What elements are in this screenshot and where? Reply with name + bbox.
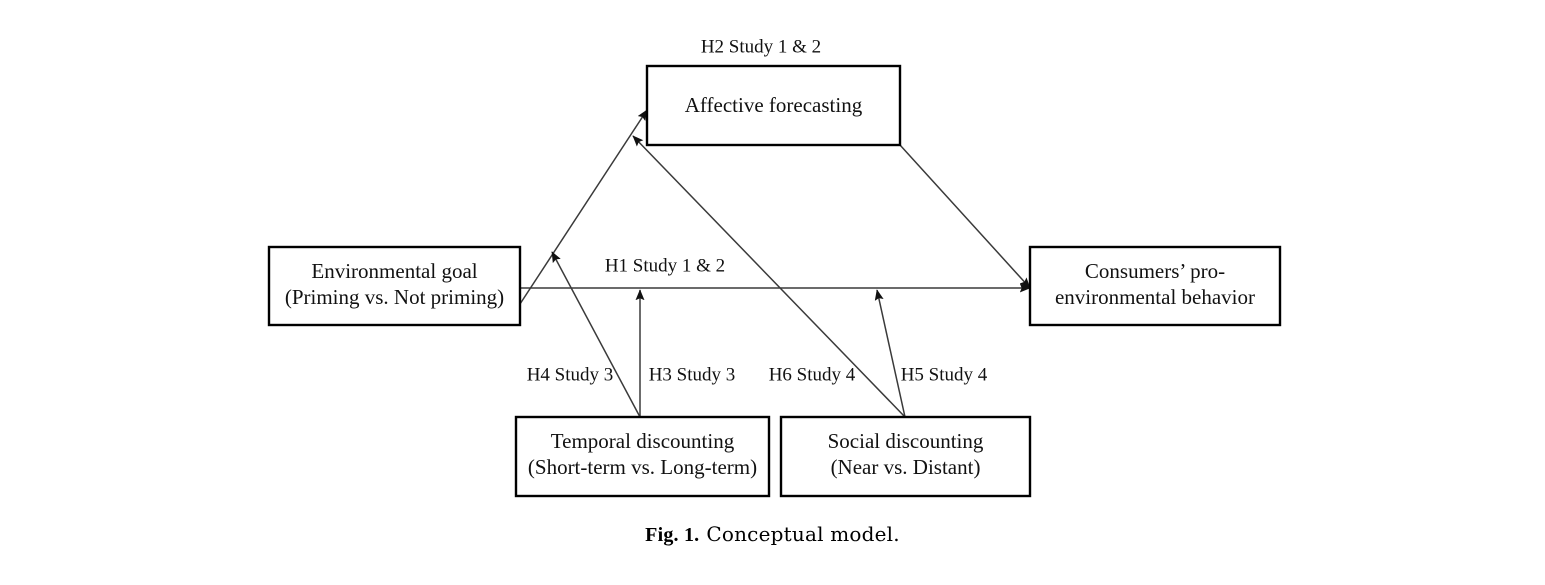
node-label-environmental-goal-line2: (Priming vs. Not priming) bbox=[285, 285, 504, 309]
edge-label-h2: H2 Study 1 & 2 bbox=[701, 36, 821, 57]
edge-label-h5: H5 Study 4 bbox=[901, 364, 988, 385]
edge-layer bbox=[519, 109, 1031, 418]
edge-label-h1: H1 Study 1 & 2 bbox=[605, 255, 725, 276]
node-affective-forecasting: Affective forecasting bbox=[645, 64, 902, 147]
figure-caption: Fig. 1. Conceptual model. bbox=[0, 522, 1545, 547]
edge-h6-social-to-h1path bbox=[874, 289, 906, 418]
node-box-affective-forecasting bbox=[645, 64, 902, 147]
node-consumers-pro-environmental-behavior: Consumers’ pro- environmental behavior bbox=[1028, 245, 1282, 327]
figure-caption-text: Conceptual model. bbox=[706, 522, 900, 546]
edge-h4-temporal-to-h2path bbox=[551, 251, 641, 418]
node-temporal-discounting: Temporal discounting (Short-term vs. Lon… bbox=[514, 415, 771, 498]
node-label-consumers-line1: Consumers’ pro- bbox=[1085, 259, 1225, 283]
node-box-environmental-goal bbox=[267, 245, 522, 327]
node-label-temporal-discounting-line1: Temporal discounting bbox=[551, 429, 735, 453]
edge-label-layer: H2 Study 1 & 2 H1 Study 1 & 2 H4 Study 3… bbox=[527, 36, 988, 385]
node-label-social-discounting-line1: Social discounting bbox=[828, 429, 984, 453]
node-box-temporal-discounting bbox=[514, 415, 771, 498]
figure-caption-number: Fig. 1. bbox=[645, 524, 700, 546]
node-environmental-goal: Environmental goal (Priming vs. Not prim… bbox=[267, 245, 522, 327]
node-label-environmental-goal-line1: Environmental goal bbox=[311, 259, 477, 283]
edge-label-h4: H4 Study 3 bbox=[527, 364, 614, 385]
node-label-consumers-line2: environmental behavior bbox=[1055, 285, 1255, 309]
node-label-temporal-discounting-line2: (Short-term vs. Long-term) bbox=[528, 455, 757, 479]
edge-label-h6: H6 Study 4 bbox=[769, 364, 856, 385]
node-box-consumers-pro-environmental-behavior bbox=[1028, 245, 1282, 327]
node-social-discounting: Social discounting (Near vs. Distant) bbox=[779, 415, 1032, 498]
edge-h5-social-to-affective bbox=[632, 135, 906, 418]
node-box-social-discounting bbox=[779, 415, 1032, 498]
node-layer: Affective forecasting Environmental goal… bbox=[267, 64, 1282, 498]
edge-affective-to-behavior bbox=[899, 144, 1031, 289]
edge-h2-goal-to-affective bbox=[519, 109, 648, 305]
edge-label-h3: H3 Study 3 bbox=[649, 364, 736, 385]
node-label-social-discounting-line2: (Near vs. Distant) bbox=[831, 455, 981, 479]
node-label-affective-forecasting: Affective forecasting bbox=[685, 93, 863, 117]
